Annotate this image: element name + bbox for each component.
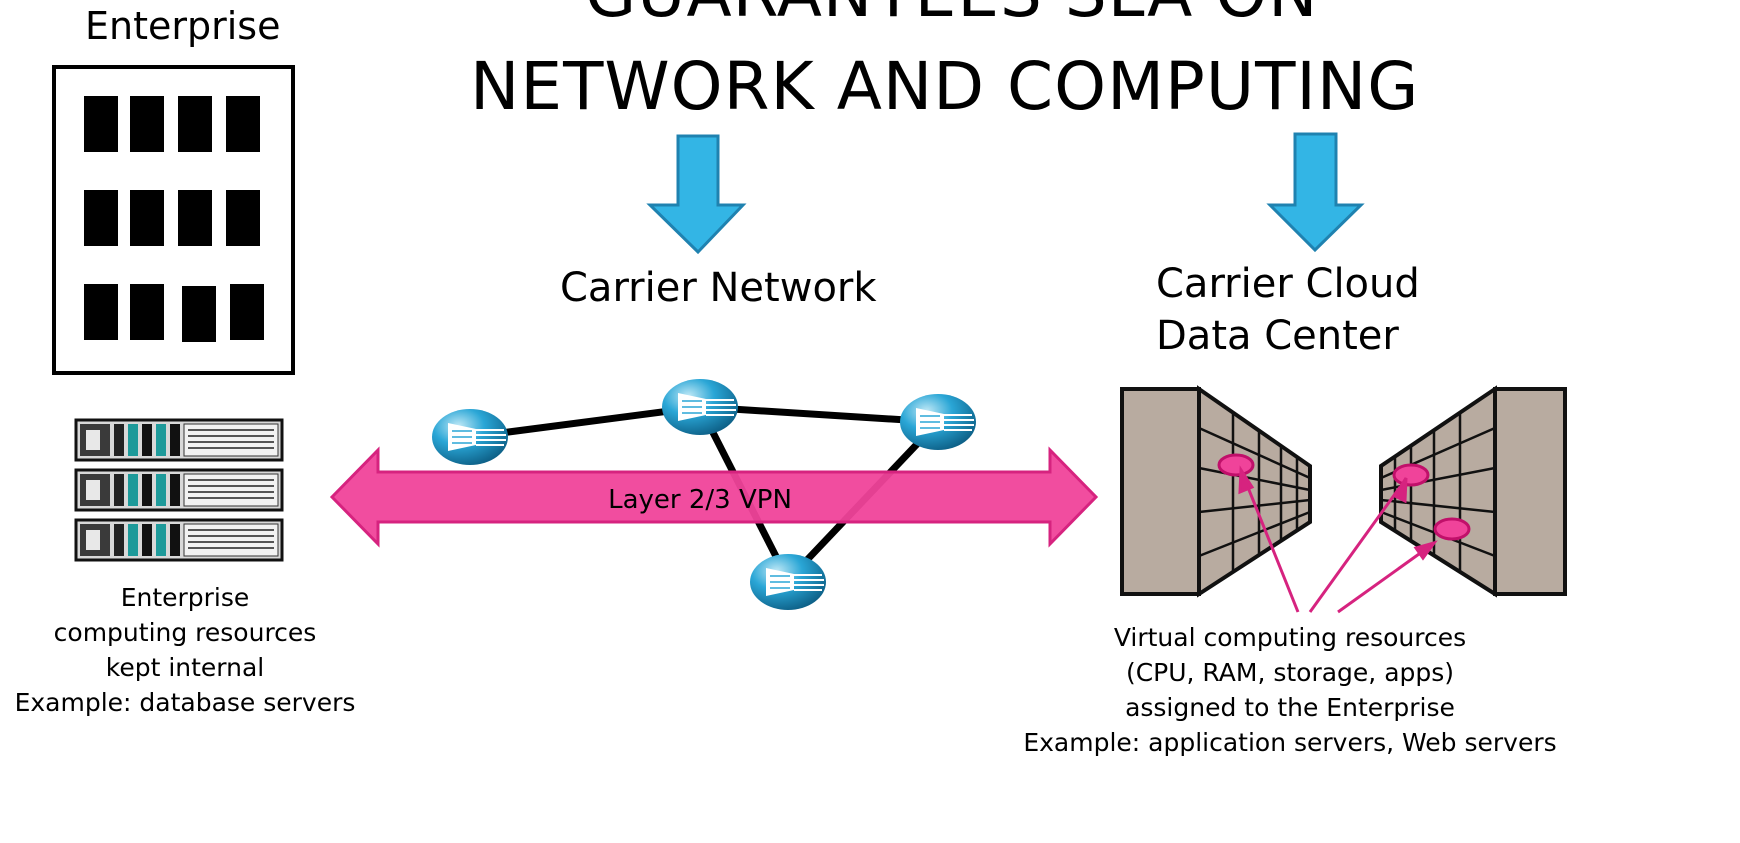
- enterprise-label: Enterprise: [85, 4, 281, 48]
- datacenter-caption-line: Virtual computing resources: [1113, 623, 1467, 652]
- router-icon-south: [749, 553, 827, 611]
- datacenter-caption-line: (CPU, RAM, storage, apps): [1125, 658, 1455, 687]
- enterprise-caption: Enterprise computing resources kept inte…: [0, 580, 370, 720]
- datacenter-caption-line: Example: application servers, Web server…: [1023, 728, 1557, 757]
- enterprise-caption-line: computing resources: [53, 618, 317, 647]
- enterprise-server-stack-icon: [74, 418, 284, 562]
- enterprise-building-icon: [52, 65, 295, 375]
- down-arrow-icon-network: [646, 134, 747, 255]
- down-arrow-icon-datacenter: [1266, 132, 1365, 253]
- data-center-label-line1: Carrier Cloud: [1156, 261, 1420, 307]
- router-icon-west: [431, 408, 509, 466]
- title-line-1: GUARANTEES SLA ON: [585, 0, 1585, 33]
- router-icon-east: [899, 393, 977, 451]
- enterprise-caption-line: Example: database servers: [14, 688, 356, 717]
- vpn-label: Layer 2/3 VPN: [608, 485, 792, 515]
- datacenter-caption: Virtual computing resources (CPU, RAM, s…: [1010, 620, 1570, 760]
- datacenter-rack-left-icon: [1120, 385, 1312, 598]
- enterprise-caption-line: kept internal: [105, 653, 265, 682]
- enterprise-caption-line: Enterprise: [120, 583, 250, 612]
- carrier-network-label: Carrier Network: [560, 265, 877, 311]
- vpn-double-arrow: [329, 446, 1099, 548]
- datacenter-rack-right-icon: [1379, 385, 1567, 598]
- datacenter-caption-line: assigned to the Enterprise: [1125, 693, 1455, 722]
- resource-pointer-arrows: [1238, 465, 1438, 614]
- title-line-2: NETWORK AND COMPUTING: [470, 48, 1420, 125]
- data-center-label-line2: Data Center: [1156, 313, 1399, 359]
- router-icon-north: [661, 378, 739, 436]
